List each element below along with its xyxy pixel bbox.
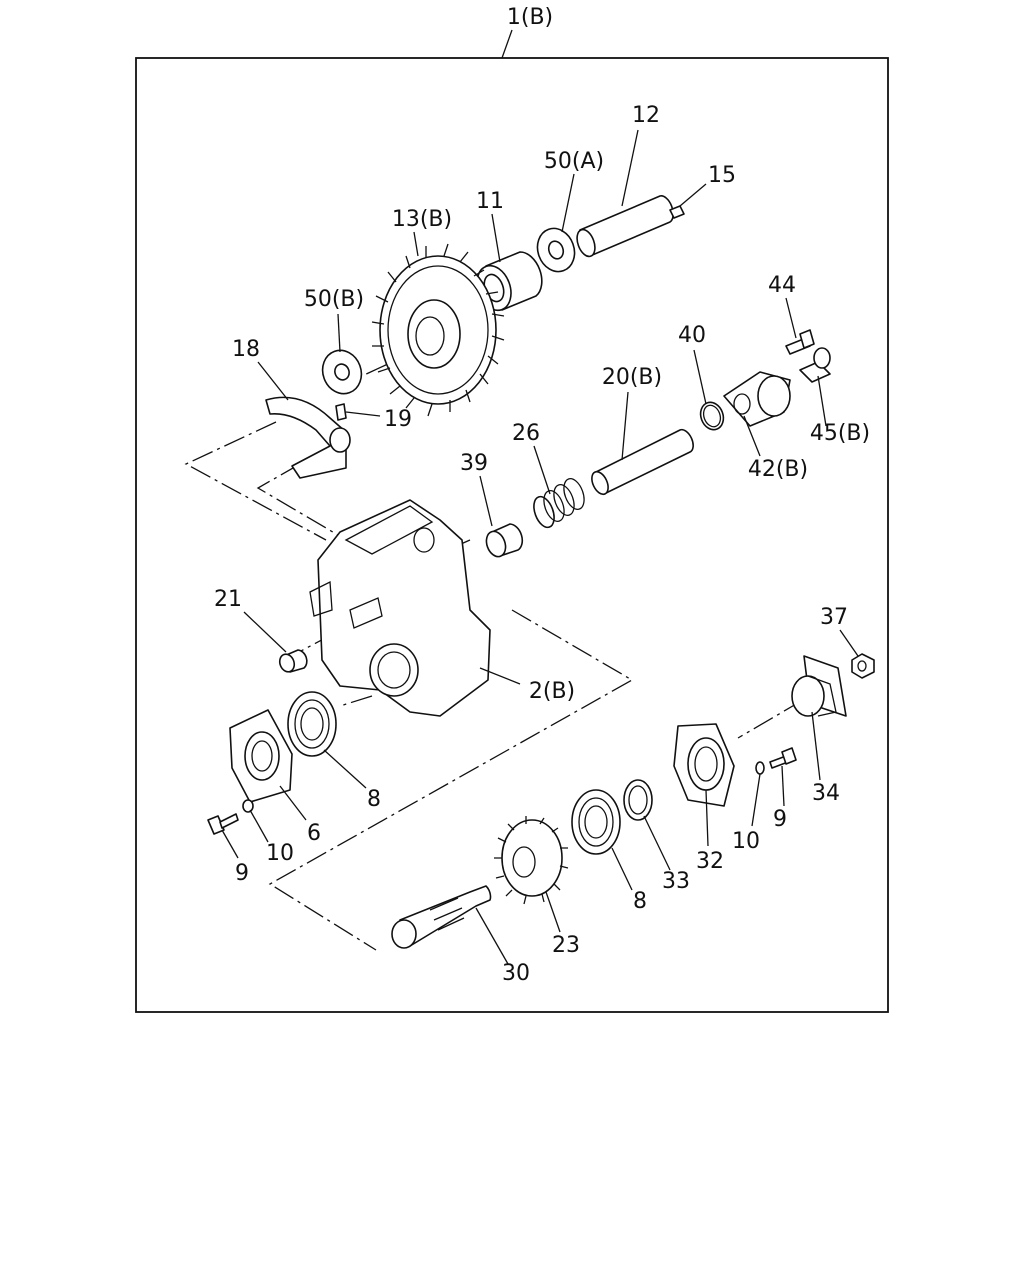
callout-19: 19 [384, 407, 412, 432]
pin-12 [576, 195, 674, 258]
callout-37: 37 [820, 605, 848, 630]
spring-pin-15 [669, 205, 685, 219]
callout-20b: 20(B) [602, 365, 662, 390]
callout-9-right: 9 [773, 807, 787, 832]
cover-32 [673, 723, 735, 807]
callout-6: 6 [307, 821, 321, 846]
washer-50a [536, 227, 576, 273]
switch-45b [799, 347, 831, 383]
callout-18: 18 [232, 337, 260, 362]
shaft-20b [591, 428, 694, 496]
callout-50a: 50(A) [544, 149, 604, 174]
shift-fork-18 [265, 396, 351, 479]
bearing-8-bottom [571, 789, 621, 855]
callout-11: 11 [476, 189, 504, 214]
o-ring-40 [699, 401, 725, 431]
assembly-frame [135, 57, 889, 1013]
seal-33 [623, 779, 653, 821]
callout-44: 44 [768, 273, 796, 298]
pin-19 [335, 403, 347, 421]
assembly-label: 1(B) [507, 5, 553, 30]
bearing-8-top [287, 691, 337, 757]
bolt-44 [785, 329, 815, 355]
washer-10-left [242, 799, 254, 813]
callout-9-left: 9 [235, 861, 249, 886]
callout-10-left: 10 [266, 841, 294, 866]
cover-6 [229, 709, 293, 803]
callout-39: 39 [460, 451, 488, 476]
case-2b [309, 499, 491, 717]
callout-42b: 42(B) [748, 457, 808, 482]
callout-15: 15 [708, 163, 736, 188]
bolt-9-right [769, 747, 797, 769]
callout-32: 32 [696, 849, 724, 874]
callout-45b: 45(B) [810, 421, 870, 446]
washer-10-right [755, 761, 765, 775]
needle-bearing-11 [476, 251, 543, 312]
leader-lines [221, 129, 859, 965]
callout-34: 34 [812, 781, 840, 806]
callout-30: 30 [502, 961, 530, 986]
callout-33: 33 [662, 869, 690, 894]
callout-10-right: 10 [732, 829, 760, 854]
spring-26 [533, 478, 585, 529]
callout-50b: 50(B) [304, 287, 364, 312]
nut-37 [851, 653, 875, 679]
callout-21: 21 [214, 587, 242, 612]
spacer-39 [485, 523, 524, 558]
callout-13b: 13(B) [392, 207, 452, 232]
bush-21 [278, 649, 308, 673]
bracket-34 [791, 655, 847, 717]
gear-13b [371, 243, 505, 417]
cover-42b [723, 371, 791, 427]
assembly-leader [501, 29, 513, 59]
callout-26: 26 [512, 421, 540, 446]
washer-50b [321, 349, 363, 395]
callout-8-top: 8 [367, 787, 381, 812]
shaft-30 [391, 885, 492, 949]
gear-23 [494, 816, 569, 905]
callout-12: 12 [632, 103, 660, 128]
bolt-9-left [207, 813, 239, 835]
callout-40: 40 [678, 323, 706, 348]
callout-23: 23 [552, 933, 580, 958]
callout-2b: 2(B) [529, 679, 575, 704]
callout-8-bottom: 8 [633, 889, 647, 914]
callout-labels: 1(B) 12 15 50(A) 11 13(B) 44 50(B) 40 18… [214, 5, 870, 986]
